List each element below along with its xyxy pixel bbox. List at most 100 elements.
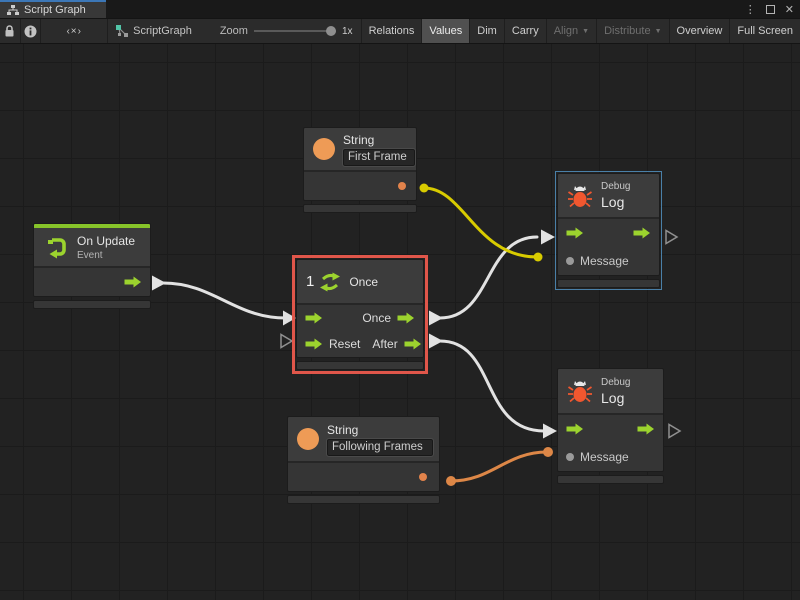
fullscreen-button[interactable]: Full Screen	[737, 25, 793, 37]
zoom-label: Zoom	[219, 25, 248, 37]
unconnected-port-triangle[interactable]	[280, 333, 294, 349]
node-title: String	[327, 422, 359, 437]
dim-button[interactable]: Dim	[470, 19, 505, 43]
control-input-port[interactable]	[305, 338, 323, 350]
node-debug-log-top[interactable]: Debug Log	[555, 171, 662, 290]
window-menu-icon[interactable]: ⋮	[744, 3, 756, 16]
wire-end-arrow	[283, 310, 296, 326]
relations-button[interactable]: Relations	[362, 19, 423, 43]
node-title: String	[343, 132, 375, 147]
string-literal-icon	[313, 138, 335, 160]
string-value-input[interactable]	[326, 437, 434, 457]
message-input-port[interactable]	[566, 453, 574, 461]
control-output-port[interactable]	[397, 312, 415, 324]
lock-icon	[5, 24, 14, 36]
node-title: Once	[349, 274, 379, 289]
info-button[interactable]	[21, 19, 42, 43]
tab-title: Script Graph	[24, 4, 86, 16]
zoom-value: 1x	[336, 19, 362, 43]
node-string-first-frame[interactable]: String	[303, 127, 417, 213]
graph-tab-icon	[7, 4, 19, 15]
once-icon-number: 1	[306, 273, 315, 290]
unconnected-port-triangle[interactable]	[665, 229, 679, 245]
string-output-port[interactable]	[398, 182, 406, 190]
control-input-port[interactable]	[566, 423, 584, 435]
carry-button[interactable]: Carry	[505, 19, 547, 43]
message-label: Message	[580, 254, 629, 268]
breadcrumb-label: ScriptGraph	[133, 25, 192, 37]
node-on-update[interactable]: On Update Event	[33, 223, 151, 309]
value-wire-endpoint	[543, 447, 553, 457]
once-output-label: Once	[362, 311, 391, 325]
control-output-port[interactable]	[124, 276, 142, 288]
bug-icon	[568, 381, 592, 403]
info-icon	[24, 25, 37, 37]
node-subtitle: Debug	[601, 181, 631, 192]
node-title: On Update	[77, 233, 136, 248]
bug-icon	[568, 185, 592, 207]
maximize-icon[interactable]	[765, 4, 775, 14]
event-accent-strip	[33, 223, 151, 228]
node-title: Log	[601, 389, 625, 406]
node-once-selected[interactable]: 1 Once Once	[292, 255, 428, 374]
message-label: Message	[580, 450, 629, 464]
control-wire-onupdate-once[interactable]	[161, 281, 288, 320]
node-footer	[557, 279, 660, 288]
string-literal-icon	[297, 428, 319, 450]
distribute-label: Distribute	[604, 25, 651, 37]
control-output-port[interactable]	[404, 338, 422, 350]
node-debug-log-bottom[interactable]: Debug Log	[557, 368, 664, 484]
wire-start-arrow	[429, 310, 443, 326]
wire-end-arrow	[541, 229, 555, 245]
chevron-down-icon: ▼	[654, 27, 662, 35]
edit-source-button[interactable]: ‹×›	[41, 19, 109, 43]
node-footer	[287, 495, 440, 504]
wire-start-arrow	[429, 333, 443, 349]
node-subtitle: Debug	[601, 376, 631, 388]
control-output-port[interactable]	[633, 227, 651, 239]
node-footer	[303, 204, 417, 213]
node-footer	[557, 475, 664, 484]
control-input-port[interactable]	[566, 227, 584, 239]
code-icon: ‹×›	[66, 25, 82, 37]
string-value-input[interactable]	[342, 147, 416, 167]
node-title: Log	[601, 194, 625, 210]
close-icon[interactable]: ✕	[784, 3, 794, 16]
once-cycle-icon	[320, 272, 341, 291]
graph-toolbar: ‹×› ScriptGraph Zoom 1x Relations Values…	[0, 18, 800, 44]
node-subtitle: Event	[77, 249, 103, 261]
values-button[interactable]: Values	[422, 19, 471, 43]
script-graph-icon	[116, 25, 129, 37]
control-wire-once-debugbottom[interactable]	[438, 339, 546, 433]
align-dropdown[interactable]: Align ▼	[547, 19, 598, 43]
zoom-slider-track	[253, 30, 336, 32]
control-output-port[interactable]	[637, 423, 655, 435]
wire-end-arrow	[543, 423, 557, 439]
string-output-port[interactable]	[419, 473, 427, 481]
distribute-dropdown[interactable]: Distribute ▼	[597, 19, 670, 43]
overview-button[interactable]: Overview	[670, 19, 731, 43]
wire-layer	[152, 183, 682, 486]
lock-button[interactable]	[0, 19, 21, 43]
chevron-down-icon: ▼	[582, 27, 590, 35]
message-input-port[interactable]	[566, 257, 574, 265]
align-label: Align	[553, 25, 579, 37]
value-wire-string-debugbottom[interactable]	[449, 450, 549, 483]
reset-input-label: Reset	[329, 337, 361, 351]
control-input-port[interactable]	[305, 312, 323, 324]
node-footer	[33, 300, 151, 309]
wire-start-arrow	[152, 275, 166, 291]
unconnected-port-triangle[interactable]	[668, 423, 682, 439]
breadcrumb[interactable]: ScriptGraph	[108, 19, 202, 43]
node-string-following-frames[interactable]: String	[287, 416, 440, 504]
value-wire-endpoint	[533, 252, 543, 262]
update-loop-icon	[48, 238, 66, 259]
control-wire-once-debugtop[interactable]	[438, 235, 539, 320]
zoom-slider-handle[interactable]	[326, 26, 336, 36]
node-footer	[296, 361, 424, 370]
tab-script-graph[interactable]: Script Graph	[0, 0, 106, 18]
value-wire-string-debugtop[interactable]	[422, 186, 539, 259]
graph-canvas[interactable]: String	[0, 44, 800, 600]
zoom-slider[interactable]	[253, 19, 336, 43]
